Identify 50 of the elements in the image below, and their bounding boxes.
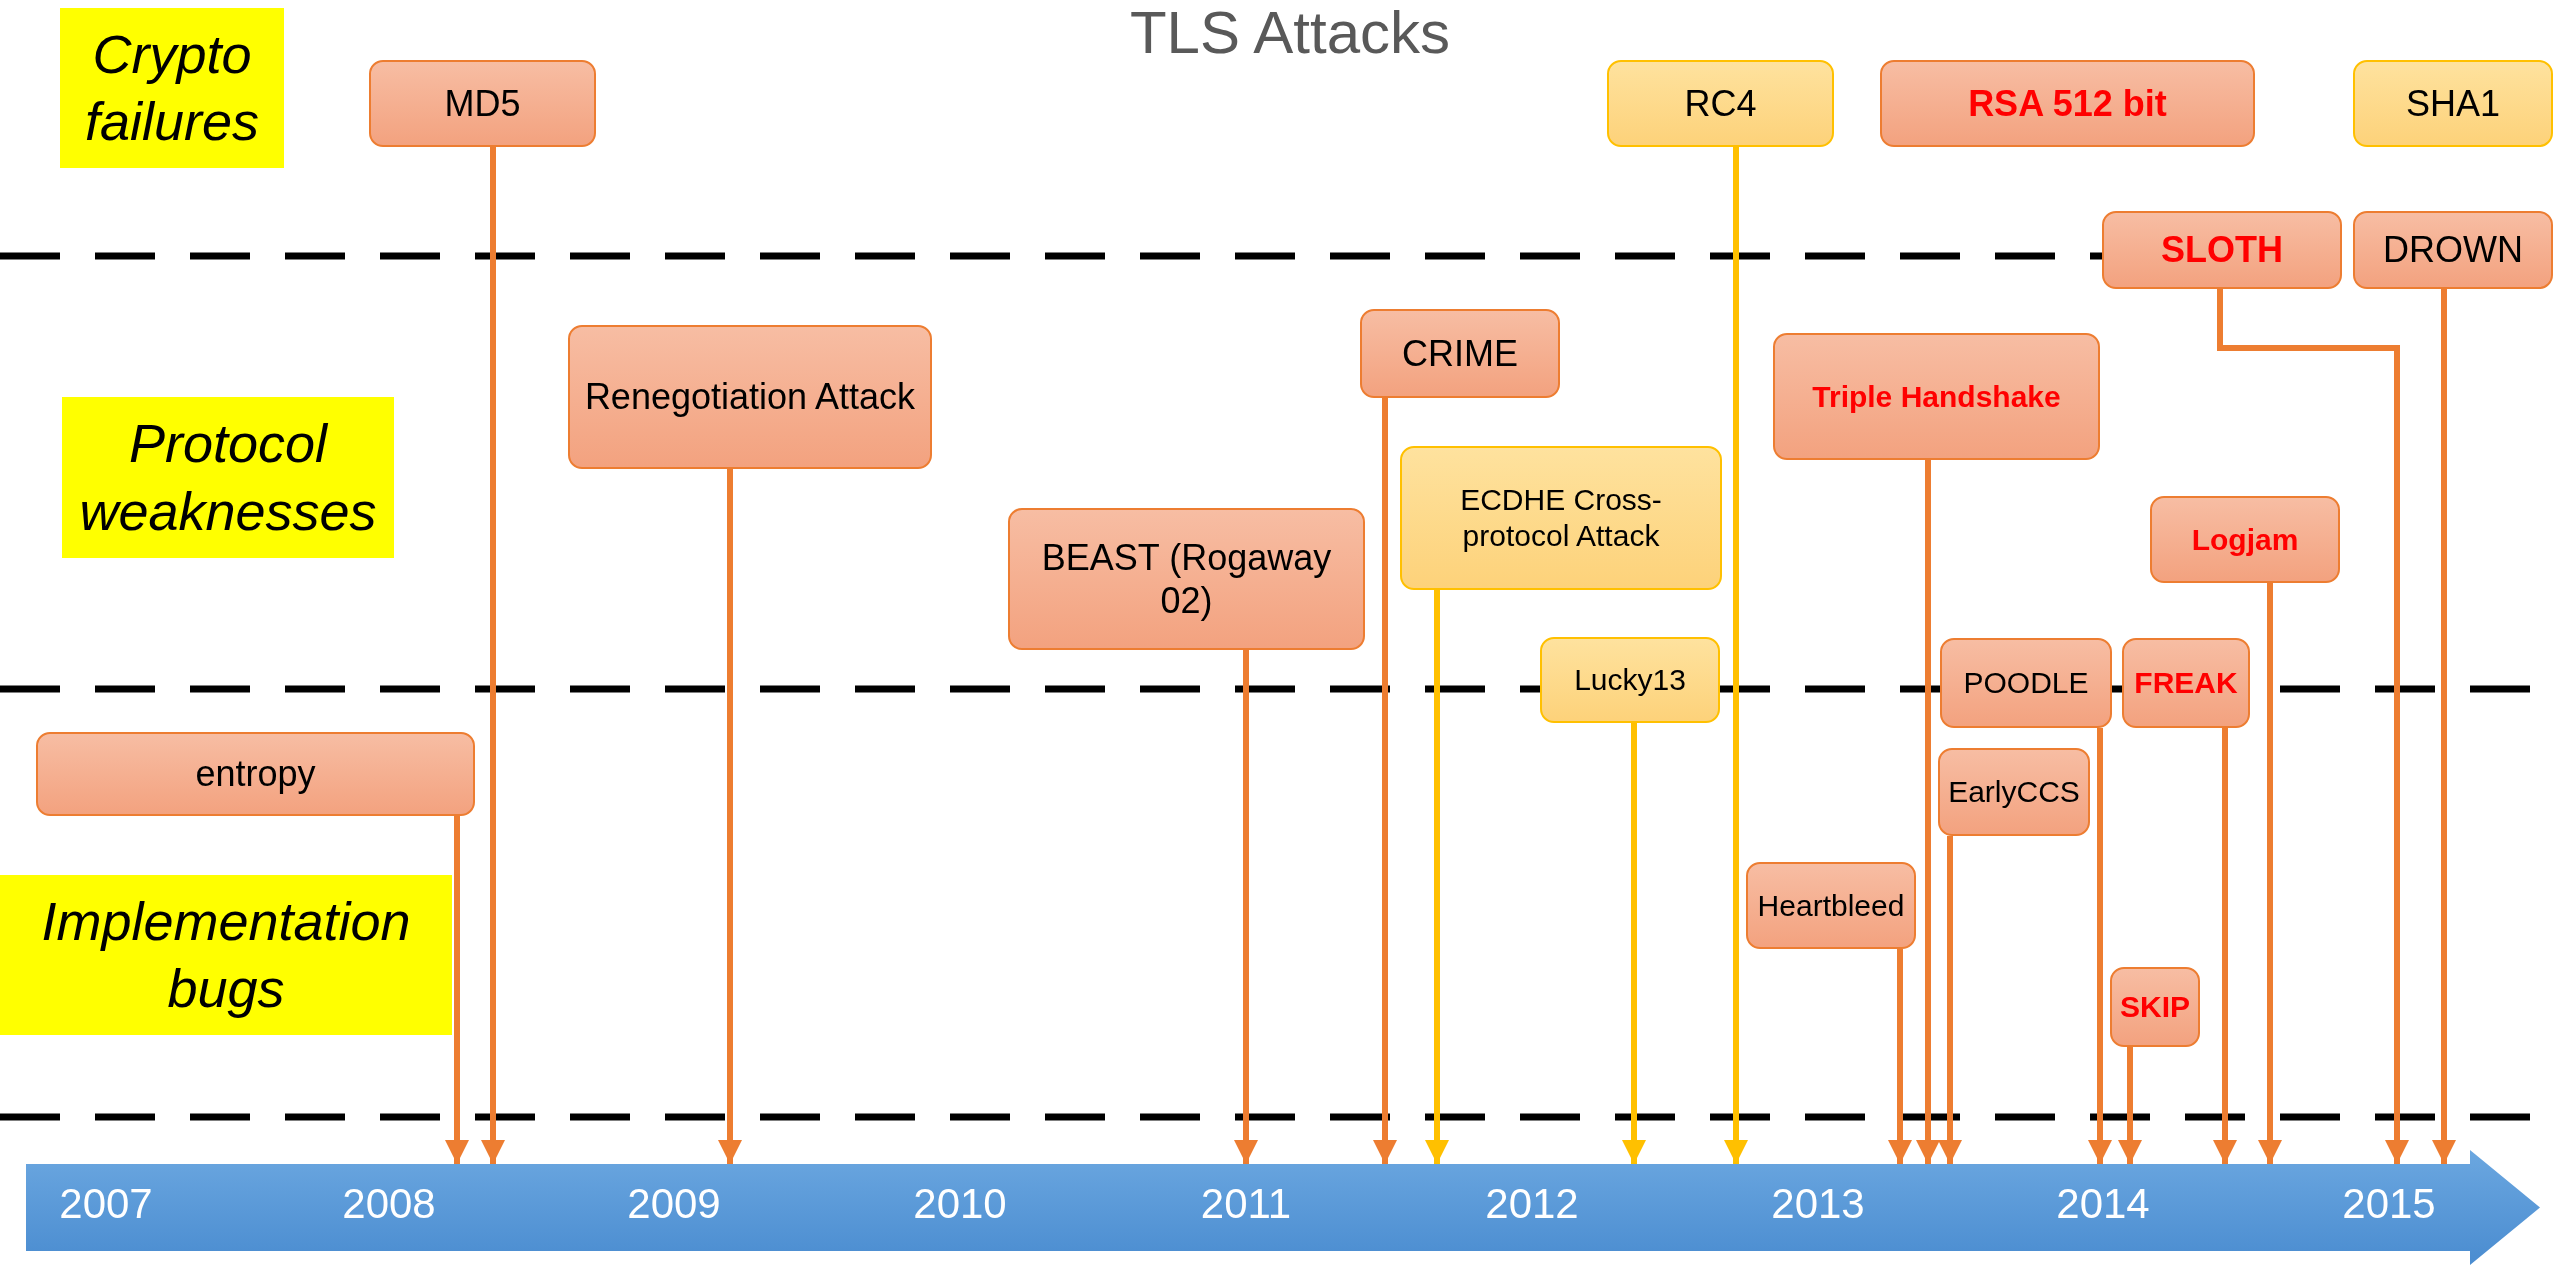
arrow [2088,728,2112,1164]
arrow [1234,650,1258,1164]
arrow [1425,590,1449,1164]
attack-box: FREAK [2122,638,2250,728]
attack-box: SLOTH [2102,211,2342,289]
arrow [445,816,469,1164]
year-label: 2013 [1771,1180,1865,1228]
category-label: Protocol weaknesses [62,397,394,558]
attack-box: Renegotiation Attack [568,325,932,469]
timeline-arrow [26,1150,2540,1265]
attack-box: ECDHE Cross-protocol Attack [1400,446,1722,590]
attack-box: CRIME [1360,309,1560,398]
title: TLS Attacks [1128,0,1452,66]
attack-box: entropy [36,732,475,816]
year-label: 2008 [342,1180,436,1228]
arrow [1622,723,1646,1164]
arrow [718,469,742,1164]
attack-box: SHA1 [2353,60,2553,147]
year-label: 2011 [1200,1180,1292,1228]
arrow [1938,836,1962,1164]
arrow [2217,289,2409,1164]
year-label: 2009 [627,1180,721,1228]
attack-box: Logjam [2150,496,2340,583]
arrow [481,147,505,1164]
attack-box: Lucky13 [1540,637,1720,723]
year-label: 2007 [59,1180,153,1228]
attack-box: DROWN [2353,211,2553,289]
arrow [2118,1047,2142,1164]
arrow [1373,398,1397,1164]
attack-box: SKIP [2110,967,2200,1047]
year-label: 2014 [2056,1180,2150,1228]
attack-box: Triple Handshake [1773,333,2100,460]
arrow [1916,460,1940,1164]
attack-box: Heartbleed [1746,862,1916,949]
attack-box: RC4 [1607,60,1834,147]
arrow [1724,147,1748,1164]
attack-box: RSA 512 bit [1880,60,2255,147]
year-label: 2015 [2342,1180,2436,1228]
attack-box: MD5 [369,60,596,147]
category-label: Crypto failures [60,8,284,168]
attack-box: EarlyCCS [1938,748,2090,836]
arrow [2432,289,2456,1164]
category-label: Implementation bugs [0,875,452,1035]
year-label: 2010 [913,1180,1007,1228]
year-label: 2012 [1485,1180,1579,1228]
attack-box: BEAST (Rogaway 02) [1008,508,1365,650]
arrow [1888,949,1912,1164]
attack-box: POODLE [1940,638,2112,728]
arrow [2213,728,2237,1164]
arrow [2258,583,2282,1164]
